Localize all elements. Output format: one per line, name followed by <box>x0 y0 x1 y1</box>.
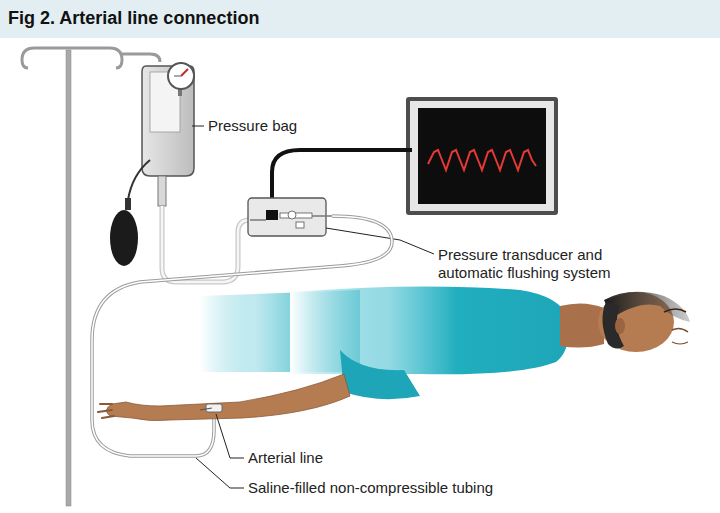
part-label: Saline-filled non-compressible tubing <box>248 479 568 497</box>
iv-pole <box>22 48 160 506</box>
part-label: Pressure transducer and automatic flushi… <box>438 246 638 282</box>
leader-line <box>216 414 244 458</box>
monitor <box>272 97 558 215</box>
part-label: Pressure bag <box>208 117 348 135</box>
pressure-bag <box>110 63 250 282</box>
part-label: Arterial line <box>248 449 448 467</box>
pressure-transducer <box>248 198 332 236</box>
leader-line <box>326 228 434 254</box>
leader-line <box>192 126 204 127</box>
figure-title: Fig 2. Arterial line connection <box>8 9 259 27</box>
patient <box>98 286 690 420</box>
leader-line <box>196 458 244 488</box>
